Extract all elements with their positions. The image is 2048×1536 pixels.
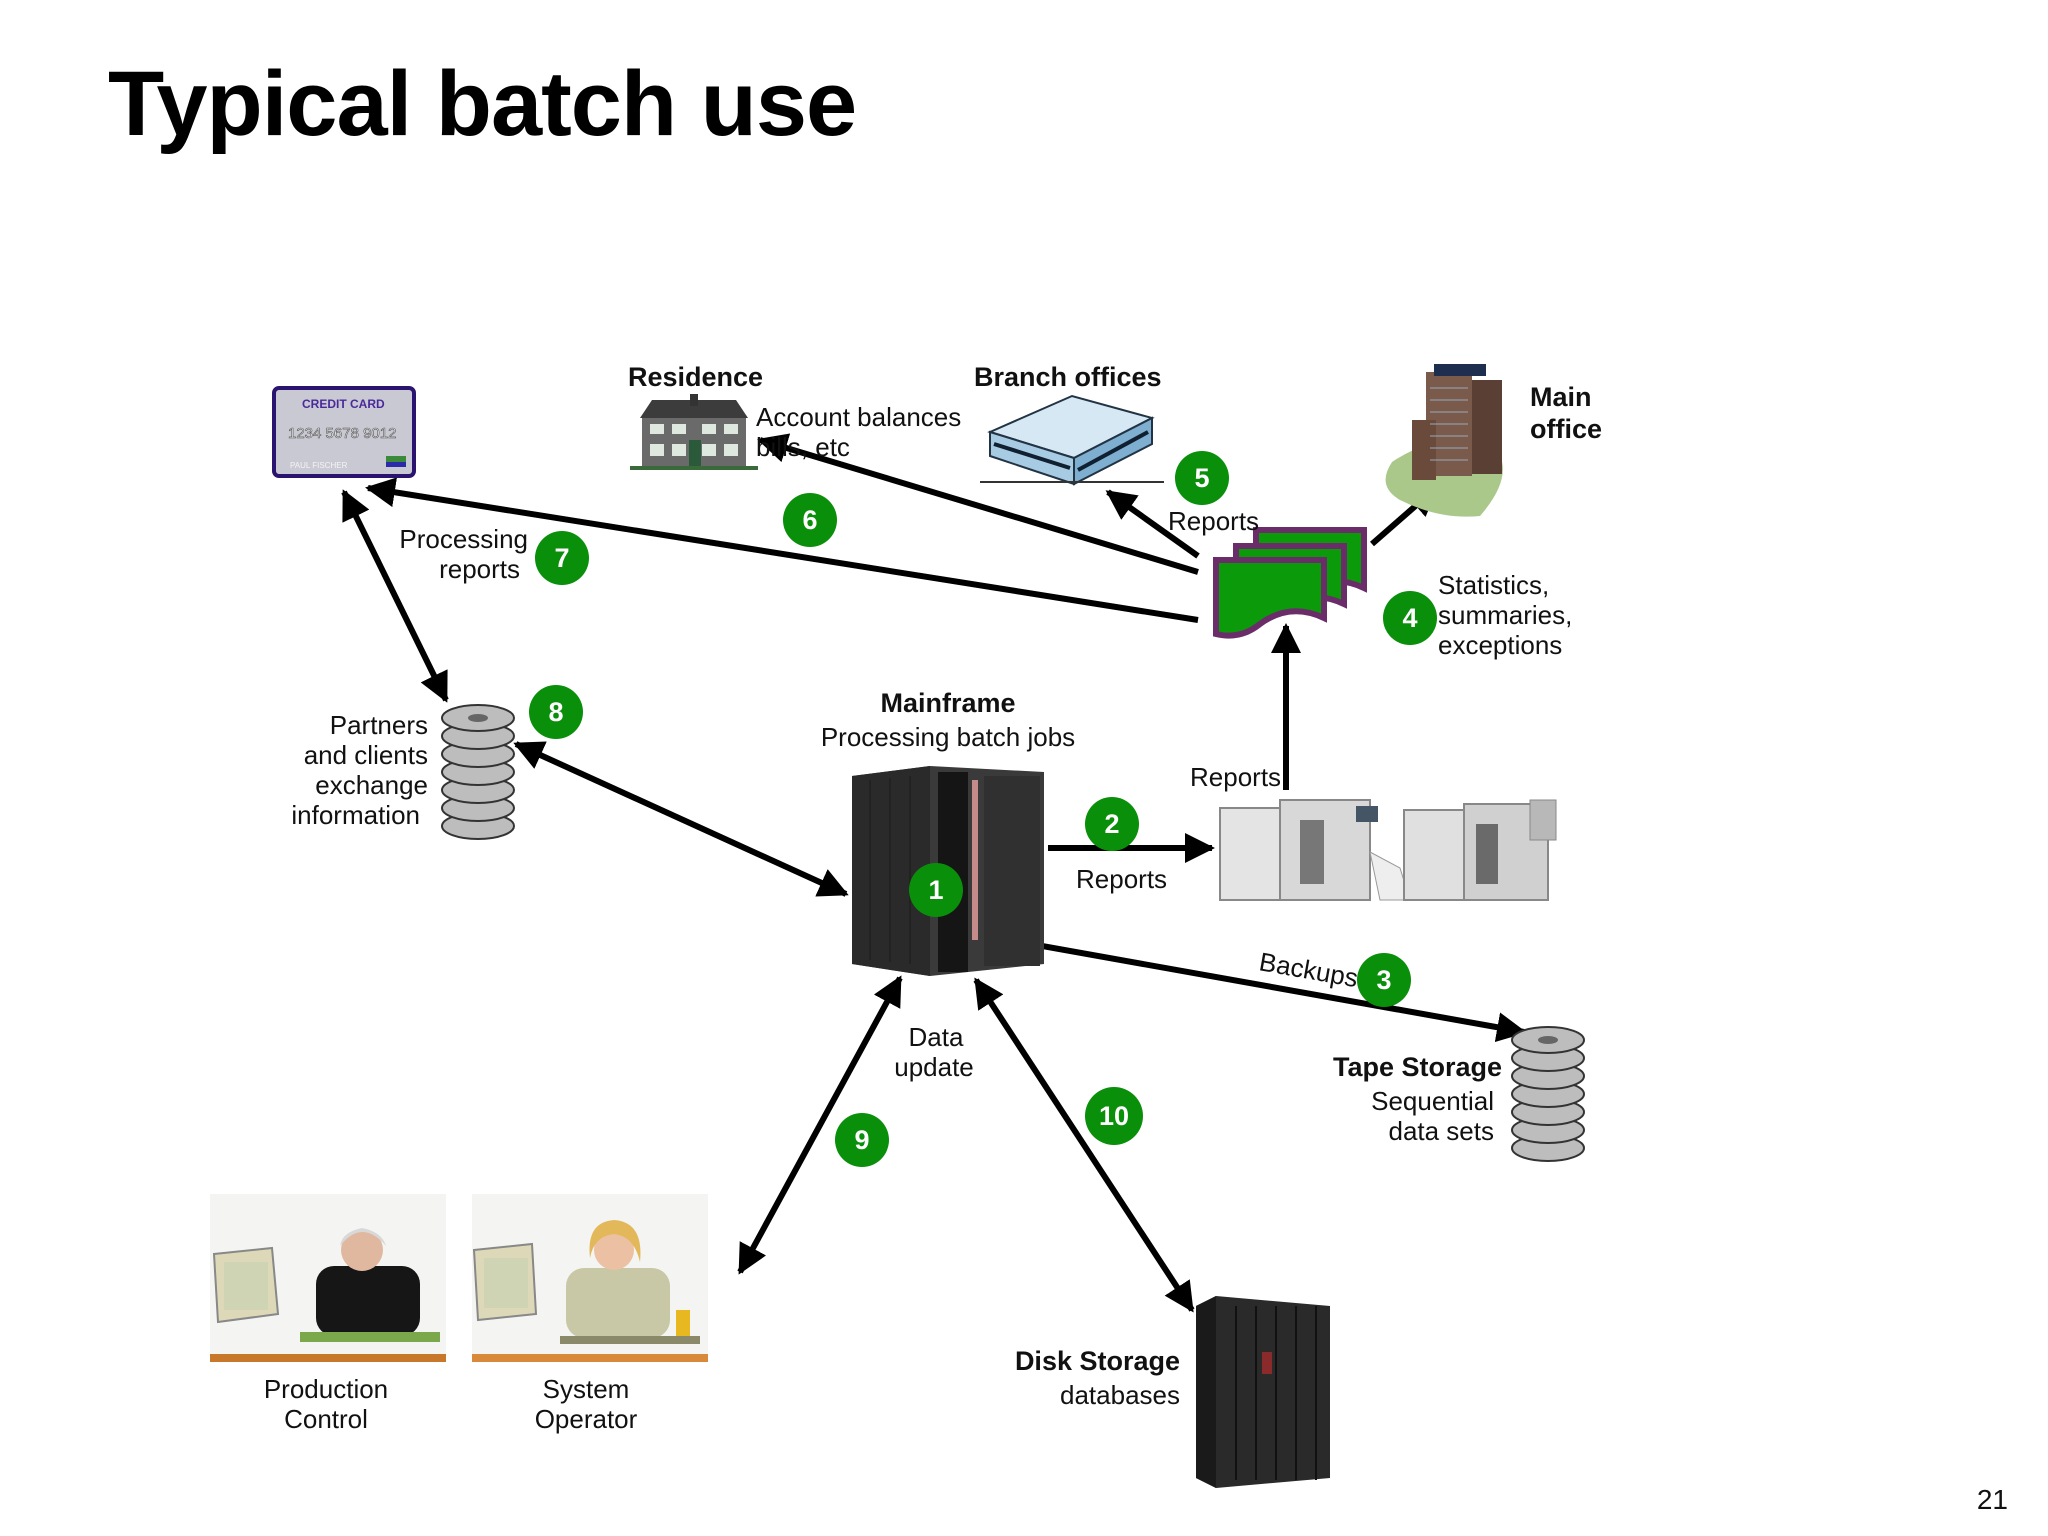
printers-icon	[1219, 799, 1557, 901]
exceptions-label: exceptions	[1438, 630, 1562, 660]
step-badge-7: 7	[535, 531, 589, 585]
reports-label-printer: Reports	[1190, 762, 1281, 792]
arrow-mainframe-to-tape	[985, 933, 1527, 1043]
step-badge-8: 8	[529, 685, 583, 739]
statistics-label: Statistics,	[1438, 570, 1549, 600]
slide-title: Typical batch use	[108, 53, 857, 155]
processing-reports-label: reports	[439, 554, 520, 584]
arrow-reports-to-residence	[757, 433, 1199, 575]
residence-label: Residence	[628, 362, 763, 392]
sequential-label: Sequential	[1371, 1086, 1494, 1116]
account-balances-label: Account balances	[756, 402, 961, 432]
svg-text:CREDIT CARD: CREDIT CARD	[302, 397, 385, 411]
disk-storage-label: Disk Storage	[1015, 1346, 1180, 1376]
step-badges: 1 2 3 4 5 6 7 8 9 10	[529, 451, 1437, 1167]
svg-text:4: 4	[1402, 603, 1417, 633]
control-label: Control	[284, 1404, 368, 1434]
update-label: update	[894, 1052, 974, 1082]
arrow-mainframe-disk	[973, 977, 1195, 1313]
svg-text:5: 5	[1194, 463, 1209, 493]
reports-label-arrow: Reports	[1076, 864, 1167, 894]
production-control-person-image	[210, 1194, 446, 1362]
svg-text:10: 10	[1099, 1101, 1129, 1131]
operator-label: Operator	[535, 1404, 638, 1434]
main-office-tower-icon	[1385, 364, 1503, 517]
data-sets-label: data sets	[1388, 1116, 1494, 1146]
credit-card-icon: CREDIT CARD 1234 5678 9012 PAUL FISCHER	[272, 386, 416, 478]
processing-label: Processing	[399, 524, 528, 554]
partners-tape-stack-icon	[441, 704, 515, 840]
databases-label: databases	[1060, 1380, 1180, 1410]
svg-text:1234 5678 9012: 1234 5678 9012	[288, 425, 396, 442]
step-badge-2: 2	[1085, 797, 1139, 851]
mainframe-server-icon	[852, 766, 1044, 976]
branch-offices-label: Branch offices	[974, 362, 1162, 392]
reports-label-top: Reports	[1168, 506, 1259, 536]
step-badge-6: 6	[783, 493, 837, 547]
reports-document-stack-icon	[1213, 527, 1367, 639]
mainframe-label: Mainframe	[880, 688, 1015, 718]
svg-text:1: 1	[928, 875, 943, 905]
clients-label: and clients	[304, 740, 428, 770]
arrow-mainframe-operators	[737, 975, 903, 1275]
arrows	[341, 433, 1527, 1313]
svg-text:6: 6	[802, 505, 817, 535]
information-label: information	[291, 800, 420, 830]
step-badge-1: 1	[909, 863, 963, 917]
branch-office-building-icon	[980, 394, 1164, 486]
arrow-card-partners	[341, 489, 449, 703]
bills-label: bills, etc	[756, 432, 850, 462]
svg-text:2: 2	[1104, 809, 1119, 839]
page-number: 21	[1976, 1484, 2008, 1515]
svg-text:9: 9	[854, 1125, 869, 1155]
main-office-label-line1: Main	[1530, 382, 1592, 412]
step-badge-9: 9	[835, 1113, 889, 1167]
svg-text:3: 3	[1376, 965, 1391, 995]
svg-text:8: 8	[548, 697, 563, 727]
system-label: System	[543, 1374, 630, 1404]
arrow-reports-to-card	[365, 477, 1199, 623]
system-operator-person-image	[472, 1194, 708, 1362]
processing-batch-jobs-label: Processing batch jobs	[821, 722, 1075, 752]
svg-text:PAUL FISCHER: PAUL FISCHER	[290, 461, 348, 470]
arrow-reports-to-branch	[1105, 489, 1200, 559]
partners-label: Partners	[330, 710, 428, 740]
step-badge-3: 3	[1357, 953, 1411, 1007]
disk-storage-cabinet-icon	[1196, 1296, 1330, 1488]
production-label: Production	[264, 1374, 388, 1404]
tape-storage-stack-icon	[1511, 1026, 1585, 1162]
main-office-label-line2: office	[1530, 414, 1602, 444]
tape-storage-label: Tape Storage	[1333, 1052, 1502, 1082]
svg-text:7: 7	[554, 543, 569, 573]
step-badge-5: 5	[1175, 451, 1229, 505]
exchange-label: exchange	[315, 770, 428, 800]
step-badge-10: 10	[1085, 1087, 1143, 1145]
data-label: Data	[909, 1022, 964, 1052]
arrow-partners-mainframe	[513, 741, 849, 897]
step-badge-4: 4	[1383, 591, 1437, 645]
residence-house-icon	[630, 394, 758, 470]
summaries-label: summaries,	[1438, 600, 1572, 630]
